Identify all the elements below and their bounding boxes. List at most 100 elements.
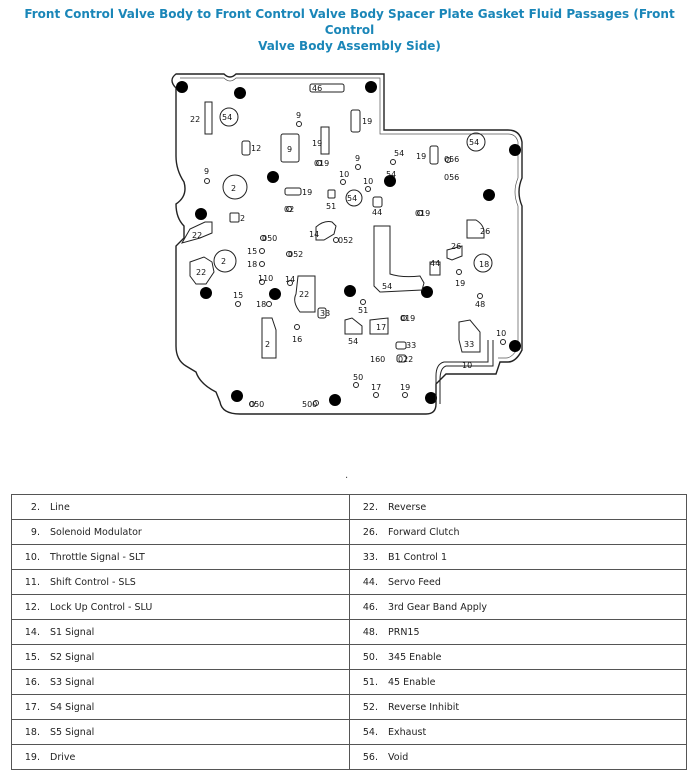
- label-12: 12: [251, 144, 261, 153]
- legend-cell-left: 2.Line: [11, 494, 350, 520]
- legend-number: 11.: [24, 576, 40, 588]
- label-19: 19: [362, 117, 372, 126]
- label-2: 2: [221, 257, 226, 266]
- legend-row: 18. S5 Signal 54. Exhaust: [11, 719, 687, 745]
- label-54: 54: [382, 282, 392, 291]
- label-46: 46: [312, 84, 322, 93]
- legend-cell-right: 48.PRN15: [349, 619, 687, 645]
- bolt-holes: [176, 81, 521, 406]
- label-052: 052: [288, 250, 303, 259]
- separator-mark: .: [345, 470, 349, 481]
- legend-cell-right: 54. Exhaust: [349, 719, 687, 745]
- label-10: 10: [496, 329, 506, 338]
- label-22: 22: [190, 115, 200, 124]
- legend-label: Reverse: [388, 501, 427, 513]
- legend-label: Throttle Signal - SLT: [50, 551, 145, 563]
- legend-label: S5 Signal: [50, 726, 95, 738]
- label-22: 22: [299, 290, 309, 299]
- title-line-1: Front Control Valve Body to Front Contro…: [24, 7, 675, 37]
- label-33: 33: [406, 341, 416, 350]
- label-51: 51: [358, 306, 368, 315]
- label-19: 19: [400, 383, 410, 392]
- legend-label: 345 Enable: [388, 651, 442, 663]
- label-44: 44: [430, 259, 440, 268]
- legend-label: S3 Signal: [50, 676, 95, 688]
- label-10: 10: [363, 177, 373, 186]
- label-10: 10: [339, 170, 349, 179]
- label-2: 2: [240, 214, 245, 223]
- label-022: 022: [398, 355, 413, 364]
- page-title: Front Control Valve Body to Front Contro…: [0, 6, 699, 54]
- label-44: 44: [372, 208, 382, 217]
- legend-cell-left: 15. S2 Signal: [11, 644, 350, 670]
- legend-label: Servo Feed: [388, 576, 441, 588]
- label-14: 14: [285, 275, 295, 284]
- label-50: 50: [353, 373, 363, 382]
- legend-label: Reverse Inhibit: [388, 701, 460, 713]
- label-2: 2: [265, 340, 270, 349]
- legend-cell-left: 16. S3 Signal: [11, 669, 350, 695]
- legend-cell-left: 17. S4 Signal: [11, 694, 350, 720]
- legend-row: 17. S4 Signal 52. Reverse Inhibit: [11, 694, 687, 720]
- label-2: 2: [231, 184, 236, 193]
- label-54: 54: [394, 149, 404, 158]
- label-54: 54: [222, 113, 232, 122]
- legend-cell-left: 10.Throttle Signal - SLT: [11, 544, 350, 570]
- label-22: 22: [192, 231, 202, 240]
- legend-label: S2 Signal: [50, 651, 95, 663]
- label-050: 050: [262, 234, 277, 243]
- legend-label: Void: [388, 751, 409, 763]
- legend-cell-right: 52. Reverse Inhibit: [349, 694, 687, 720]
- label-050: 050: [249, 400, 264, 409]
- label-019: 019: [415, 209, 430, 218]
- label-16: 16: [292, 335, 302, 344]
- label-19: 19: [312, 139, 322, 148]
- legend-cell-right: 51.45 Enable: [349, 669, 687, 695]
- label-54: 54: [347, 194, 357, 203]
- label-33: 33: [464, 340, 474, 349]
- label-9: 9: [204, 167, 209, 176]
- legend-number: 14.: [24, 626, 40, 638]
- legend-cell-left: 11. Shift Control - SLS: [11, 569, 350, 595]
- legend-cell-right: 26.Forward Clutch: [349, 519, 687, 545]
- label-500: 500: [302, 400, 317, 409]
- legend-cell-left: 12.Lock Up Control - SLU: [11, 594, 350, 620]
- legend-number: 9.: [30, 526, 40, 538]
- label-14: 14: [309, 230, 319, 239]
- legend-label: 45 Enable: [388, 676, 436, 688]
- legend-label: Lock Up Control - SLU: [50, 601, 153, 613]
- legend-number: 15.: [24, 651, 40, 663]
- label-15: 15: [247, 247, 257, 256]
- legend-label: S4 Signal: [50, 701, 95, 713]
- legend-number: 17.: [24, 701, 40, 713]
- legend-number: 54.: [362, 726, 378, 738]
- plate-outline: [171, 73, 523, 415]
- label-110: 110: [258, 274, 273, 283]
- legend-number: 46.: [362, 601, 378, 613]
- title-line-2: Valve Body Assembly Side): [258, 39, 441, 53]
- label-33: 33: [320, 309, 330, 318]
- legend-label: PRN15: [388, 626, 420, 638]
- legend-number: 52.: [362, 701, 378, 713]
- legend-number: 26.: [362, 526, 378, 538]
- label-17: 17: [376, 323, 386, 332]
- label-052: 052: [338, 236, 353, 245]
- label-02: 02: [284, 205, 294, 214]
- legend-label: Drive: [50, 751, 76, 763]
- label-9: 9: [355, 154, 360, 163]
- legend-row: 14. S1 Signal 48.PRN15: [11, 619, 687, 645]
- label-15: 15: [233, 291, 243, 300]
- legend-number: 18.: [24, 726, 40, 738]
- legend-label: Shift Control - SLS: [50, 576, 136, 588]
- legend-label: S1 Signal: [50, 626, 95, 638]
- legend-label: Exhaust: [388, 726, 427, 738]
- legend-number: 16.: [24, 676, 40, 688]
- label-056: 056: [444, 173, 459, 182]
- legend-row: 16. S3 Signal 51.45 Enable: [11, 669, 687, 695]
- legend-number: 22.: [362, 501, 378, 513]
